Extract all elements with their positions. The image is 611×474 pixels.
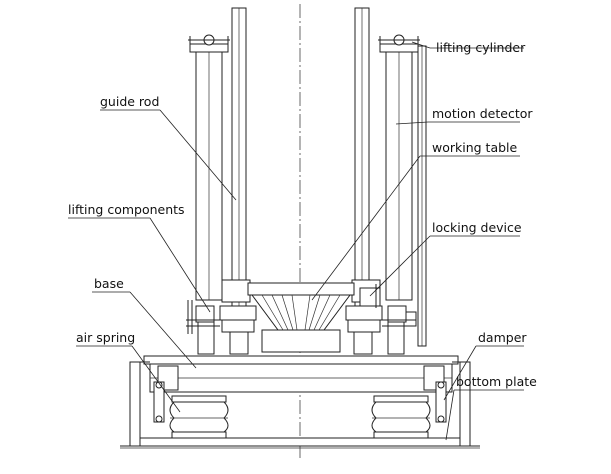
label-damper: damper xyxy=(478,330,527,345)
motion-detector-rod xyxy=(403,45,427,347)
label-bottom-plate: bottom plate xyxy=(456,374,537,389)
locking-device xyxy=(359,284,381,308)
right-air-spring xyxy=(371,395,431,439)
left-lifting-components xyxy=(186,305,257,355)
working-table xyxy=(221,279,381,353)
leader-air-spring xyxy=(131,345,181,413)
label-motion-detector: motion detector xyxy=(432,106,533,121)
left-guide-rod xyxy=(231,7,247,309)
right-damper xyxy=(435,381,447,423)
label-locking-device: locking device xyxy=(432,220,522,235)
label-lifting-cylinder: lifting cylinder xyxy=(436,40,526,55)
right-lifting-components xyxy=(345,305,416,355)
leader-locking-device xyxy=(369,235,431,297)
base-block xyxy=(143,355,459,393)
label-working-table: working table xyxy=(432,140,518,155)
left-damper xyxy=(153,381,165,423)
leader-base xyxy=(129,291,197,369)
leader-motion-detector xyxy=(395,121,429,125)
label-base: base xyxy=(94,276,124,291)
label-air-spring: air spring xyxy=(76,330,135,345)
leader-lifting-components xyxy=(149,217,211,313)
leader-damper xyxy=(443,345,477,401)
leader-lines xyxy=(68,41,524,441)
label-lifting-components: lifting components xyxy=(68,202,185,217)
leader-guide-rod xyxy=(159,109,237,201)
right-guide-rod xyxy=(354,7,370,309)
leader-working-table xyxy=(311,155,421,301)
leader-bottom-plate xyxy=(445,389,455,441)
left-lifting-cylinder xyxy=(187,34,230,334)
bottom-plate xyxy=(129,361,471,447)
left-air-spring xyxy=(169,395,229,439)
leader-lifting-cylinder-tip xyxy=(411,41,431,49)
label-guide-rod: guide rod xyxy=(100,94,159,109)
right-lifting-cylinder xyxy=(378,34,420,301)
